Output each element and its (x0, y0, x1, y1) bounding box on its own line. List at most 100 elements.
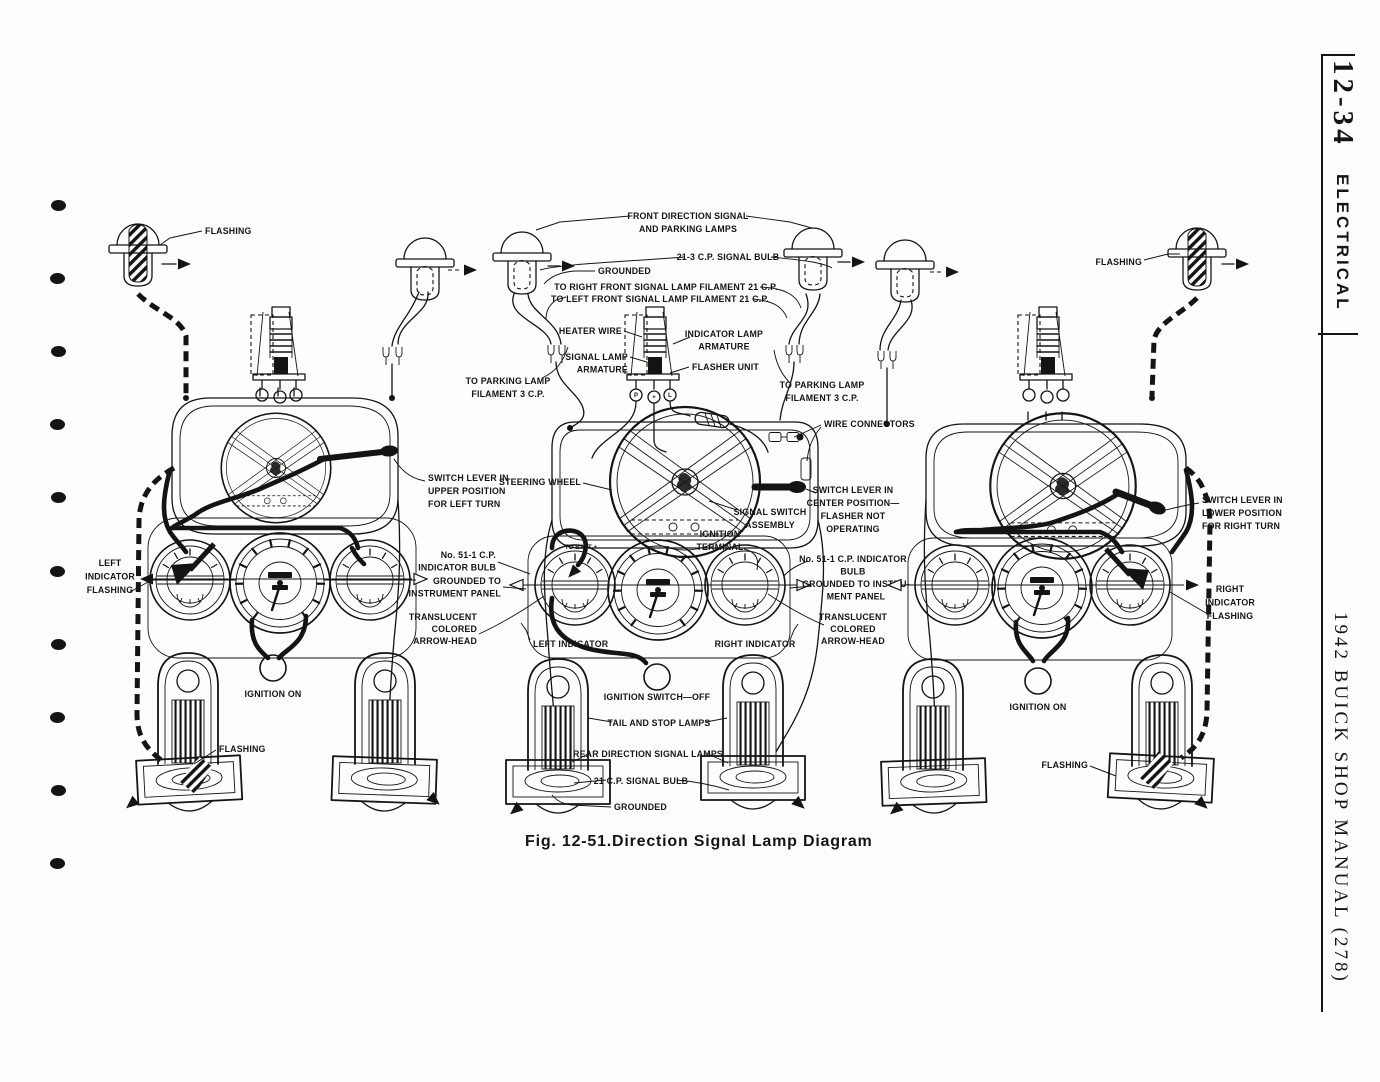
flasher-unit (624, 306, 680, 404)
fork-terminal (877, 350, 885, 370)
label-ignition-on: IGNITION ON (245, 689, 302, 699)
figure-number: Fig. 12-51. (525, 833, 612, 850)
rear-lamp-right (1131, 654, 1193, 767)
steering-wheel (220, 412, 332, 524)
rear-lamp-right-base (330, 755, 438, 814)
right-indicator-gauge (698, 544, 792, 626)
label-flashing-rear: FLASHING (219, 744, 266, 754)
flasher-terminal-l: L (668, 393, 672, 399)
label-grounded-rear: GROUNDED (614, 802, 667, 812)
label-flashing-front: FLASHING (1095, 257, 1142, 267)
fork-terminal (785, 344, 793, 364)
label-to-right-front: TO RIGHT FRONT SIGNAL LAMP FILAMENT 21 C… (554, 282, 778, 292)
section-title: ELECTRICAL (1333, 174, 1352, 312)
page-number: 12-34 (1327, 60, 1359, 148)
speedometer (990, 536, 1094, 640)
ignition-switch (1024, 667, 1052, 695)
front-lamp-left (875, 239, 935, 303)
label-flashing-rear: FLASHING (1041, 760, 1088, 770)
label-grounded-front: GROUNDED (598, 266, 651, 276)
sidebar-tick-top (1321, 54, 1355, 56)
front-lamp-right-flashing (1167, 227, 1227, 291)
label-wire-connectors: WIRE CONNECTORS (824, 419, 915, 429)
arrow-down-right-icon (1194, 795, 1212, 813)
fork-terminal (382, 346, 390, 366)
flasher-unit (1017, 306, 1073, 404)
label-rear-signal-bulb: 21 C.P. SIGNAL BULB (594, 776, 688, 786)
right-indicator-gauge (1083, 544, 1177, 626)
arrow-down-left-icon (122, 795, 140, 813)
front-lamp-left (492, 231, 552, 295)
fork-terminal (796, 344, 804, 364)
manual-footer: 1942 BUICK SHOP MANUAL (278) (1330, 612, 1351, 984)
label-grounded-right: GROUNDED TO INSTRU-MENT PANEL (802, 579, 910, 602)
arrow-right-icon (464, 264, 477, 276)
speedometer (606, 538, 710, 642)
binder-dot (50, 712, 65, 723)
front-lamp-right (395, 237, 455, 301)
left-indicator-gauge (528, 544, 622, 626)
speedometer (228, 531, 332, 635)
binder-dot (51, 785, 66, 796)
steering-wheel (989, 412, 1137, 560)
arrow-right-icon (178, 258, 191, 270)
ignition-switch (643, 663, 671, 691)
wire-connector (800, 457, 812, 481)
fork-terminal (547, 344, 555, 364)
rear-lamp-right (722, 654, 784, 767)
fork-terminal (889, 350, 897, 370)
arrow-right-icon (852, 256, 865, 268)
label-heater-wire: HEATER WIRE (559, 326, 622, 336)
label-ignition-on: IGNITION ON (1010, 702, 1067, 712)
sidebar-tick-mid (1318, 333, 1358, 335)
label-signal-bulb: 21-3 C.P. SIGNAL BULB (677, 252, 780, 262)
binder-dot (51, 492, 66, 503)
front-lamp-left-flashing (108, 223, 168, 287)
instrument-panel (527, 535, 791, 659)
right-indicator-gauge (323, 539, 417, 621)
binder-dot (51, 346, 66, 357)
binder-dot (51, 639, 66, 650)
ignition-switch (259, 654, 287, 682)
label-flashing-front: FLASHING (205, 226, 252, 236)
label-tail-stop-lamps: TAIL AND STOP LAMPS (607, 718, 710, 728)
label-steering-wheel: STEERING WHEEL (499, 477, 581, 487)
label-rear-signal-lamps: REAR DIRECTION SIGNAL LAMPS (573, 749, 723, 759)
arrow-right-icon (946, 266, 959, 278)
left-indicator-gauge (143, 539, 237, 621)
right-indicator-arrow-icon (1186, 579, 1199, 591)
arrow-right-icon (1236, 258, 1249, 270)
binder-dot (50, 566, 65, 577)
rear-lamp-left (902, 658, 964, 771)
binder-dot (51, 200, 66, 211)
right-indicator-arrow-icon (413, 572, 428, 586)
rear-lamp-right (354, 652, 416, 765)
flasher-terminal-plus: + (652, 395, 656, 401)
label-left-indicator: LEFT INDICATOR (533, 639, 609, 649)
binder-dot (50, 419, 65, 430)
label-ignition-switch-off: IGNITION SWITCH—OFF (604, 692, 711, 702)
flasher-terminal-p: P (634, 393, 638, 399)
